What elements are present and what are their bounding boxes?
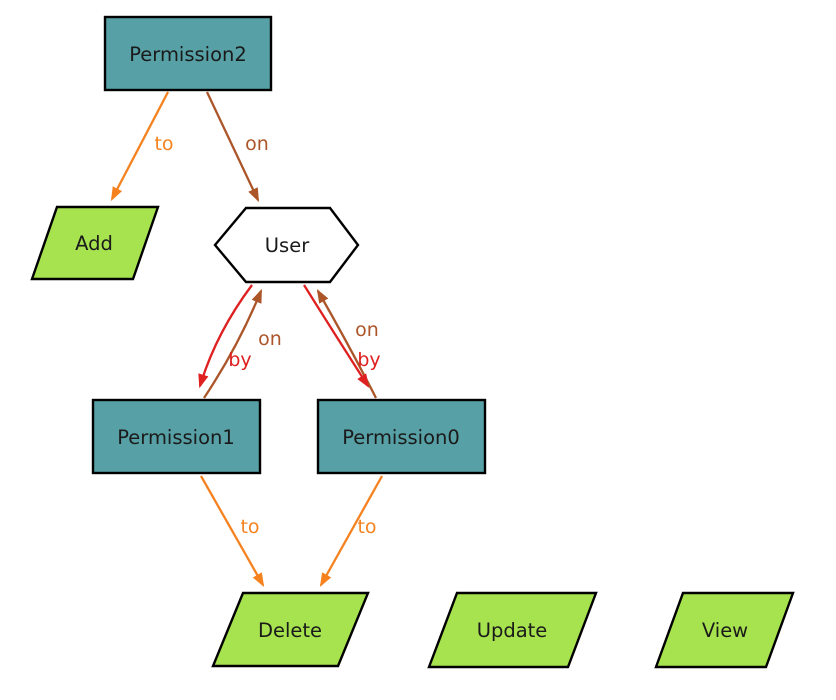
edges-layer: to on on by on by to to <box>110 91 384 588</box>
edge-permission1-user <box>203 288 263 399</box>
edge-user-permission0 <box>303 284 370 388</box>
edge-permission0-delete <box>319 475 384 588</box>
edge-label-by: by <box>228 349 251 371</box>
add-parallelogram <box>30 205 160 281</box>
view-parallelogram <box>654 591 795 669</box>
edge-permission0-user <box>316 288 378 399</box>
node-permission0: Permission0 <box>316 398 487 475</box>
permission1-box <box>91 398 262 475</box>
edge-permission2-add <box>110 91 170 202</box>
edge-label-to: to <box>240 516 259 538</box>
add-label: Add <box>75 232 113 255</box>
node-delete: Delete <box>211 591 370 668</box>
edge-label-on: on <box>258 328 282 350</box>
permission0-label: Permission0 <box>342 426 460 449</box>
user-label: User <box>265 234 310 257</box>
edge-label-to: to <box>154 133 173 155</box>
user-hexagon <box>213 206 360 284</box>
edge-permission1-delete <box>200 475 265 588</box>
edge-label-to: to <box>357 516 376 538</box>
view-label: View <box>702 619 748 642</box>
permission2-box <box>103 15 273 92</box>
edge-label-on: on <box>245 133 269 155</box>
update-parallelogram <box>427 591 598 669</box>
delete-parallelogram <box>211 591 370 668</box>
node-user: User <box>213 206 360 284</box>
permission0-box <box>316 398 487 475</box>
nodes-layer: Permission2 Add User Permission1 Permiss… <box>30 15 795 669</box>
node-update: Update <box>427 591 598 669</box>
node-permission2: Permission2 <box>103 15 273 92</box>
node-view: View <box>654 591 795 669</box>
edge-label-on: on <box>355 319 379 341</box>
node-add: Add <box>30 205 160 281</box>
edge-permission2-user <box>205 91 260 203</box>
edge-user-permission1 <box>198 284 253 389</box>
update-label: Update <box>477 619 548 642</box>
permission2-label: Permission2 <box>129 43 247 66</box>
node-permission1: Permission1 <box>91 398 262 475</box>
delete-label: Delete <box>258 619 322 642</box>
edge-label-by: by <box>357 349 380 371</box>
permission1-label: Permission1 <box>117 426 235 449</box>
